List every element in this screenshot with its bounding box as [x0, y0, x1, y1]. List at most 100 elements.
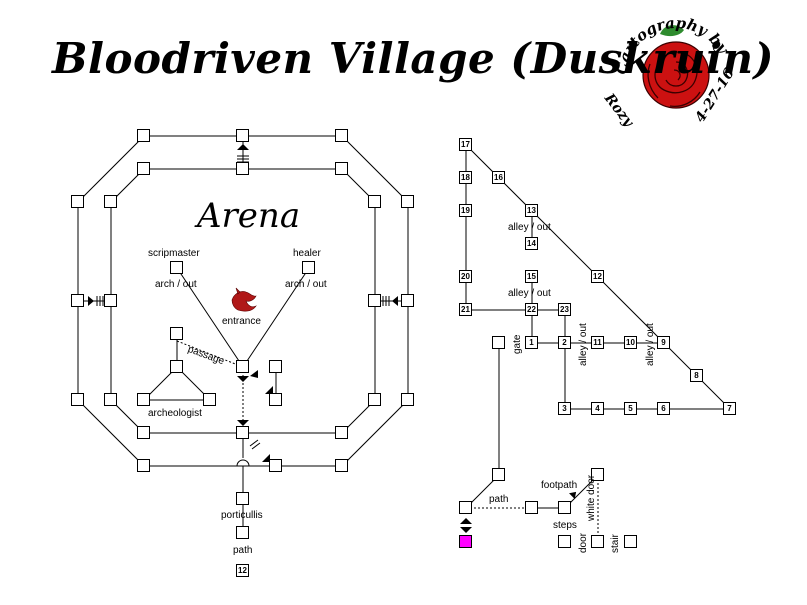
- stairs-diag-icon: [265, 386, 273, 394]
- map-room[interactable]: [624, 535, 637, 548]
- map-room[interactable]: [236, 492, 249, 505]
- map-room-special[interactable]: [459, 535, 472, 548]
- map-room-10[interactable]: 10: [624, 336, 637, 349]
- map-room[interactable]: [71, 294, 84, 307]
- map-room[interactable]: [71, 195, 84, 208]
- map-room[interactable]: [137, 426, 150, 439]
- map-room[interactable]: [401, 393, 414, 406]
- map-room-17[interactable]: 17: [459, 138, 472, 151]
- map-room[interactable]: [269, 393, 282, 406]
- map-room-6[interactable]: 6: [657, 402, 670, 415]
- map-room[interactable]: [269, 360, 282, 373]
- label-alley-out: alley / out: [508, 222, 551, 233]
- map-room-gate[interactable]: [492, 336, 505, 349]
- stairs-left-icon: [88, 296, 94, 306]
- map-room-21[interactable]: 21: [459, 303, 472, 316]
- map-room[interactable]: [104, 294, 117, 307]
- stairs-up-icon: [237, 144, 249, 150]
- map-room[interactable]: [137, 129, 150, 142]
- arena-label: Arena: [197, 196, 301, 236]
- map-room-18[interactable]: 18: [459, 171, 472, 184]
- map-room[interactable]: [401, 195, 414, 208]
- stairs-down-icon: [237, 376, 249, 382]
- label-path: path: [489, 494, 509, 505]
- map-room[interactable]: [236, 426, 249, 439]
- map-room[interactable]: [203, 393, 216, 406]
- map-room[interactable]: [71, 393, 84, 406]
- map-room[interactable]: [170, 360, 183, 373]
- map-room[interactable]: [401, 294, 414, 307]
- map-room[interactable]: [137, 162, 150, 175]
- map-room-19[interactable]: 19: [459, 204, 472, 217]
- label-arch-out-right: arch / out: [285, 279, 327, 290]
- map-title: Bloodriven Village (Duskruin): [52, 34, 774, 83]
- map-room-13[interactable]: 13: [525, 204, 538, 217]
- label-scripmaster: scripmaster: [148, 248, 200, 259]
- map-room[interactable]: [525, 501, 538, 514]
- map-room[interactable]: [459, 501, 472, 514]
- map-room-23[interactable]: 23: [558, 303, 571, 316]
- label-stair: stair: [610, 534, 621, 553]
- map-room[interactable]: [558, 535, 571, 548]
- map-room[interactable]: [335, 129, 348, 142]
- label-porticullis: porticullis: [221, 510, 263, 521]
- map-room-entrance[interactable]: [236, 360, 249, 373]
- map-room[interactable]: [368, 294, 381, 307]
- map-room-15[interactable]: 15: [525, 270, 538, 283]
- map-room-3[interactable]: 3: [558, 402, 571, 415]
- map-room[interactable]: [368, 195, 381, 208]
- map-room-4[interactable]: 4: [591, 402, 604, 415]
- stairs-right-icon: [392, 296, 398, 306]
- label-white-door: white door: [586, 474, 597, 521]
- map-room-14[interactable]: 14: [525, 237, 538, 250]
- map-room-9[interactable]: 9: [657, 336, 670, 349]
- label-arch-out-left: arch / out: [155, 279, 197, 290]
- label-alley-out: alley / out: [645, 323, 656, 366]
- map-room[interactable]: [269, 459, 282, 472]
- label-archeologist: archeologist: [148, 408, 202, 419]
- map-room[interactable]: [335, 459, 348, 472]
- map-room-1[interactable]: 1: [525, 336, 538, 349]
- map-room-2[interactable]: 2: [558, 336, 571, 349]
- gate-icon: [249, 439, 261, 450]
- map-room[interactable]: [492, 468, 505, 481]
- map-room[interactable]: [137, 393, 150, 406]
- map-room-porticullis[interactable]: [236, 526, 249, 539]
- map-room[interactable]: [335, 426, 348, 439]
- map-room[interactable]: [104, 195, 117, 208]
- map-room[interactable]: [170, 327, 183, 340]
- stairs-diag-icon: [569, 491, 577, 499]
- stairs-diag-icon: [250, 370, 258, 378]
- stairs-up-icon: [460, 518, 472, 524]
- map-room-healer[interactable]: [302, 261, 315, 274]
- map-room[interactable]: [335, 162, 348, 175]
- map-room[interactable]: [236, 162, 249, 175]
- label-gate: gate: [512, 334, 523, 354]
- map-room-20[interactable]: 20: [459, 270, 472, 283]
- map-room-5[interactable]: 5: [624, 402, 637, 415]
- map-room-22[interactable]: 22: [525, 303, 538, 316]
- map-room-8[interactable]: 8: [690, 369, 703, 382]
- map-room-scripmaster[interactable]: [170, 261, 183, 274]
- map-room[interactable]: [104, 393, 117, 406]
- map-room-16[interactable]: 16: [492, 171, 505, 184]
- map-room-12[interactable]: 12: [591, 270, 604, 283]
- map-room-steps[interactable]: [558, 501, 571, 514]
- map-room[interactable]: [591, 468, 604, 481]
- label-alley-out: alley / out: [508, 288, 551, 299]
- stairs-down-icon: [460, 527, 472, 533]
- gate-icon: [96, 296, 104, 306]
- map-room-exit-12[interactable]: 12: [236, 564, 249, 577]
- map-room[interactable]: [137, 459, 150, 472]
- map-room[interactable]: [236, 129, 249, 142]
- map-room[interactable]: [591, 535, 604, 548]
- label-entrance: entrance: [222, 316, 261, 327]
- map-room[interactable]: [368, 393, 381, 406]
- gate-icon: [382, 296, 390, 306]
- map-room-7[interactable]: 7: [723, 402, 736, 415]
- stairs-diag-icon: [262, 454, 270, 462]
- map-room-11[interactable]: 11: [591, 336, 604, 349]
